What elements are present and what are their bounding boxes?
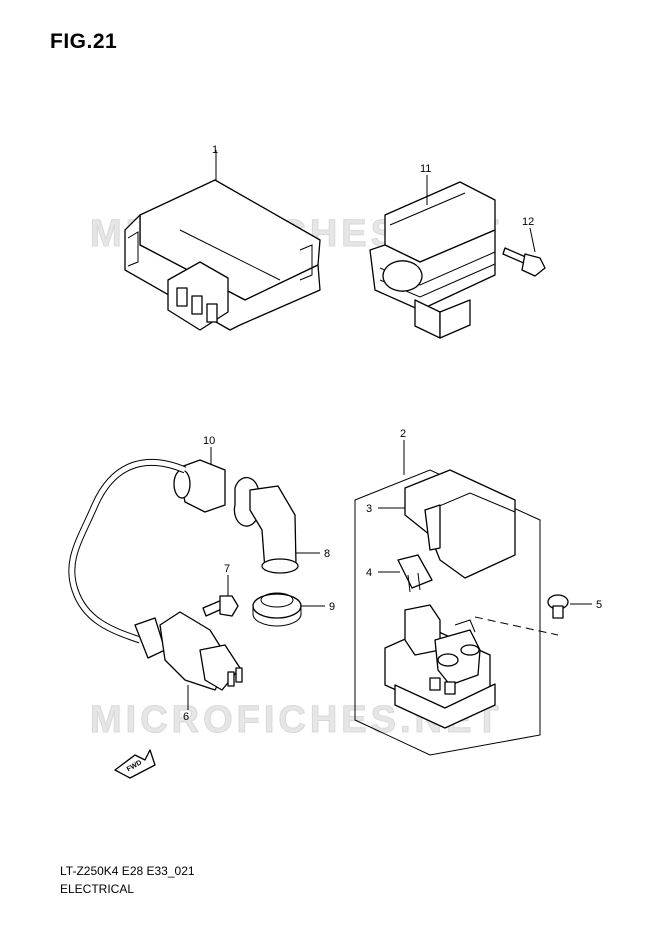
leader-5-dashed <box>474 616 559 636</box>
callout-11: 11 <box>420 163 431 175</box>
callout-6: 6 <box>183 711 189 723</box>
callout-8: 8 <box>324 548 330 560</box>
callout-9: 9 <box>329 601 335 613</box>
model-code: LT-Z250K4 E28 E33_021 <box>60 864 195 878</box>
callout-2: 2 <box>400 428 406 440</box>
part-2-assembly-outline <box>354 469 541 756</box>
part-3-relay-cover[interactable] <box>404 469 516 579</box>
high-tension-lead-inner <box>69 459 186 643</box>
section-name: ELECTRICAL <box>60 882 135 896</box>
part-1-cdi-unit[interactable] <box>124 179 321 331</box>
starter-relay-body[interactable] <box>384 604 496 729</box>
figure-title: FIG.21 <box>50 30 118 53</box>
fwd-arrow: FWD <box>114 749 156 779</box>
part-8-spark-plug-cap[interactable] <box>249 485 299 574</box>
part-7-bolt[interactable] <box>202 595 239 617</box>
callout-12: 12 <box>522 216 534 228</box>
part-11-regulator[interactable] <box>369 181 496 339</box>
callout-1: 1 <box>212 144 218 156</box>
callout-7: 7 <box>224 563 230 575</box>
leader-12 <box>529 227 536 253</box>
part-6-ignition-coil[interactable] <box>134 611 243 691</box>
part-5-screw[interactable] <box>547 594 569 619</box>
callout-3: 3 <box>366 503 372 515</box>
part-4-fuse[interactable] <box>397 554 433 593</box>
part-12-bolt[interactable] <box>502 247 546 277</box>
part-10-plug-cap[interactable] <box>173 459 260 527</box>
part-9-seal-ring[interactable] <box>252 592 302 627</box>
callout-4: 4 <box>366 567 372 579</box>
callout-5: 5 <box>596 599 602 611</box>
callout-10: 10 <box>203 435 215 447</box>
